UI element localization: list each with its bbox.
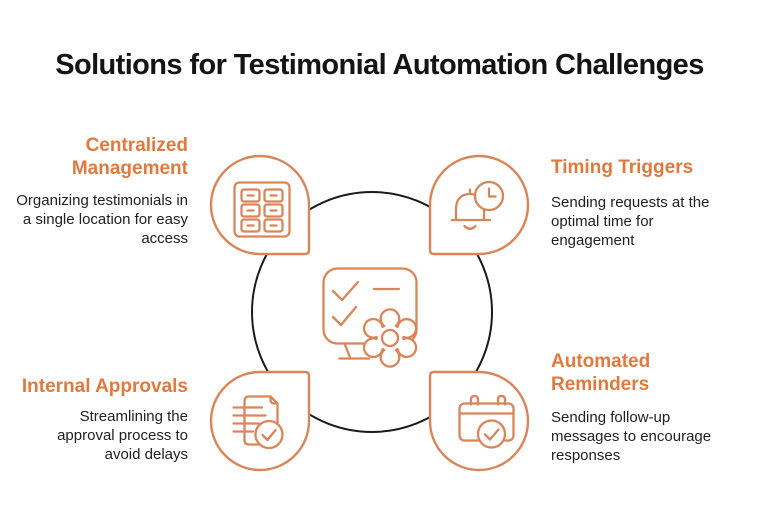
item-body: Sending follow-up messages to encourage … [551,409,712,464]
item-heading: Automated Reminders [551,351,651,395]
item-bottom-left: Internal Approvals Streamlining the appr… [22,375,188,464]
center-ring [251,191,493,433]
item-bottom-right: Automated Reminders Sending follow-up me… [551,350,719,465]
chat-checklist-gear-icon [322,267,418,368]
teardrop-bottom-left [209,370,311,472]
item-top-right: Timing Triggers Sending requests at the … [551,156,723,250]
calendar-check-icon [458,394,515,449]
item-heading: Internal Approvals [21,376,188,397]
item-body: Streamlining the approval process to avo… [57,408,188,463]
bell-clock-icon [450,180,505,230]
archive-drawers-icon [233,181,291,238]
item-body: Sending requests at the optimal time for… [551,194,710,249]
page-title: Solutions for Testimonial Automation Cha… [55,49,704,81]
document-check-icon [232,395,284,450]
item-top-left: Centralized Management Organizing testim… [16,134,188,248]
item-heading: Timing Triggers [551,157,694,178]
item-body: Organizing testimonials in a single loca… [16,192,188,247]
item-heading: Centralized Management [71,135,188,179]
